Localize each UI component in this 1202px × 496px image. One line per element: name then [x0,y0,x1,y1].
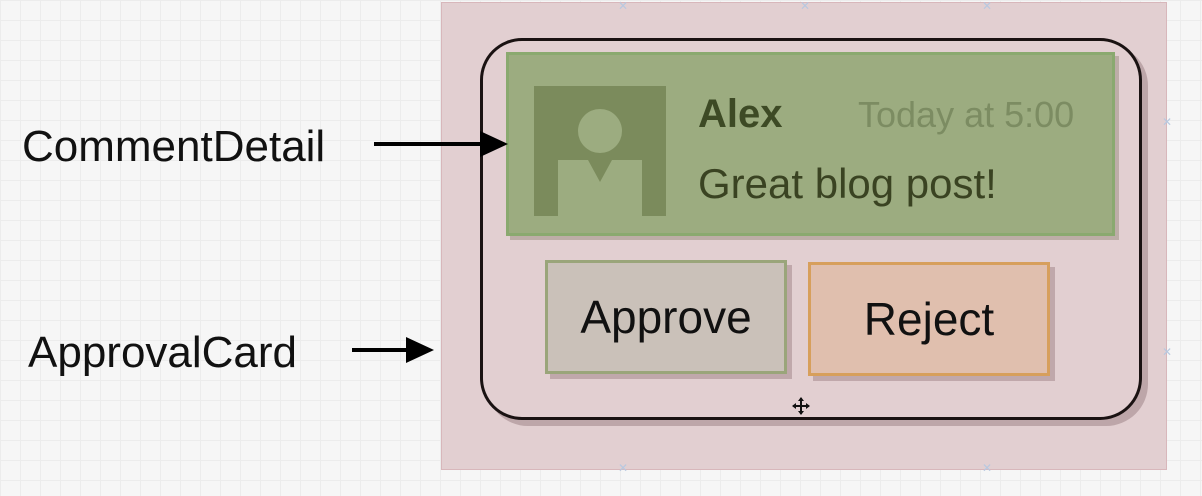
user-avatar-icon [534,86,666,216]
comment-text: Great blog post! [698,160,997,207]
comment-author: Alex [698,92,783,136]
comment-detail-label: CommentDetail [22,122,326,171]
comment-timestamp: Today at 5:00 [858,94,1075,135]
guide-marker: ✕ [618,461,629,475]
guide-marker: ✕ [982,461,993,475]
guide-marker: ✕ [982,0,993,13]
guide-marker: ✕ [1162,345,1173,359]
approval-card-label: ApprovalCard [28,328,298,377]
approval-card-frame [480,38,1142,420]
approve-button-label: Approve [580,291,752,343]
move-cursor-icon [792,397,810,415]
reject-button-label: Reject [863,293,995,345]
guide-marker: ✕ [1162,115,1173,129]
arrow-right-icon [352,334,436,366]
guide-marker: ✕ [618,0,629,13]
reject-button[interactable]: Reject [808,262,1050,376]
arrow-right-icon [374,128,510,160]
approve-button[interactable]: Approve [545,260,787,374]
guide-marker: ✕ [800,0,811,13]
